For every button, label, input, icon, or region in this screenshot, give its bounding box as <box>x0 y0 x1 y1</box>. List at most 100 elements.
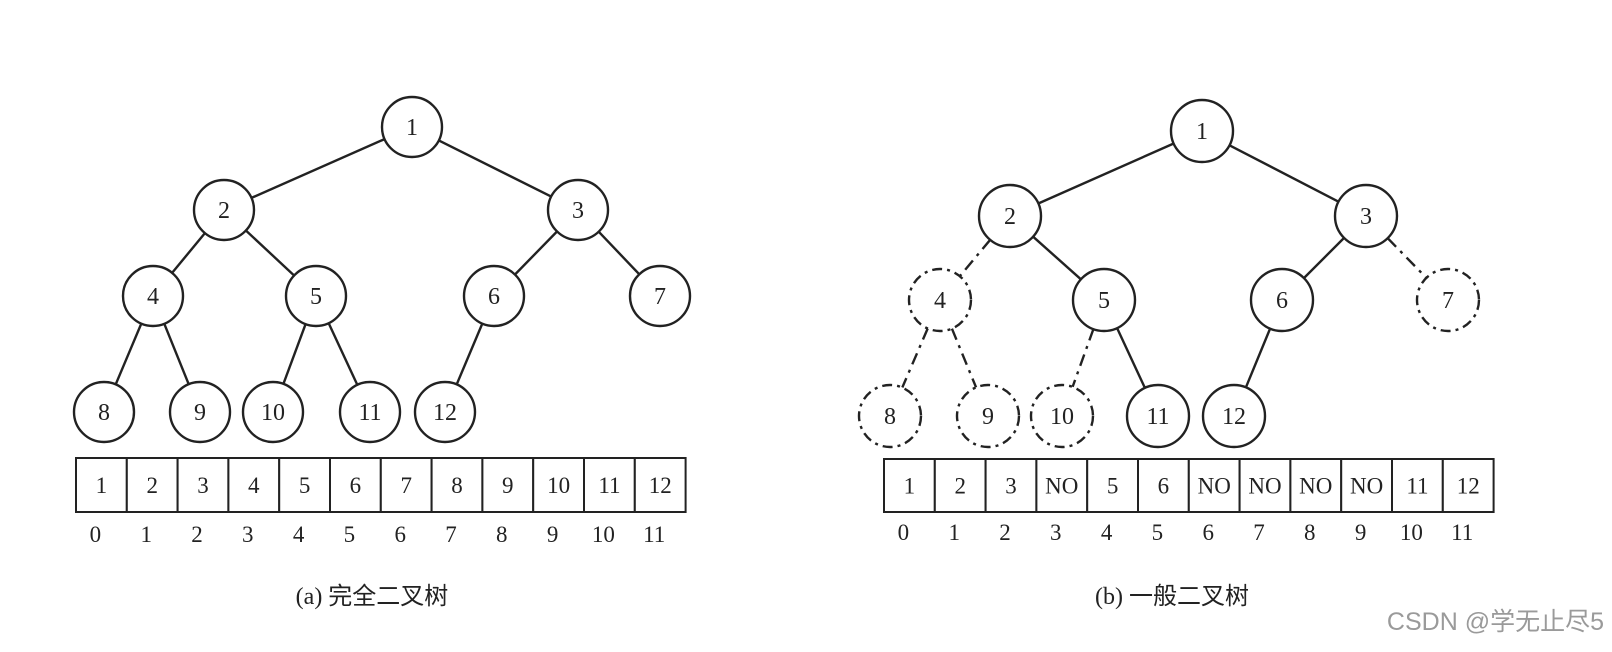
tree-edge <box>455 323 484 385</box>
array-cell-value: NO <box>1045 474 1078 499</box>
array-cell <box>933 458 987 513</box>
tree-node-label: 7 <box>654 284 666 310</box>
tree-edge <box>514 230 558 276</box>
tree-edge <box>901 328 929 388</box>
tree-node-label: 6 <box>488 284 500 310</box>
tree-node: 9 <box>955 383 1021 449</box>
tree-edge <box>250 138 386 199</box>
tree-edge <box>958 239 992 277</box>
array-cell-value: 1 <box>96 473 108 498</box>
array-index-label: 10 <box>1400 520 1423 545</box>
tree-node: 2 <box>977 183 1043 249</box>
array-cell <box>176 457 230 513</box>
array-cell-value: 4 <box>248 473 260 498</box>
tree-node: 9 <box>168 380 232 444</box>
array-cell <box>1137 458 1190 513</box>
tree-node-label: 6 <box>1276 288 1288 314</box>
tree-node-circle <box>192 178 256 242</box>
tree-node: 6 <box>1249 267 1315 333</box>
tree-node-circle <box>977 183 1043 249</box>
array-cell <box>883 458 936 513</box>
watermark: CSDN @学无止尽5 <box>1387 608 1604 636</box>
tree-node: 8 <box>72 380 136 444</box>
array-cell <box>1238 458 1292 513</box>
array-index-label: 2 <box>191 522 203 547</box>
tree-node-circle <box>1125 383 1191 449</box>
tree-node-label: 11 <box>1146 404 1169 430</box>
array-cell <box>1441 458 1495 513</box>
tree-node-label: 3 <box>1360 204 1372 230</box>
array-cell-value: 5 <box>299 473 311 498</box>
tree-node-label: 12 <box>433 400 457 426</box>
array-cell-value: 2 <box>954 474 966 499</box>
tree-edge <box>597 230 641 276</box>
array-index-label: 6 <box>394 522 406 547</box>
array-cell-value: 6 <box>350 473 362 498</box>
tree-node: 10 <box>241 380 305 444</box>
array-cell <box>532 457 586 513</box>
tree-node-circle <box>462 264 526 328</box>
tree-node-circle <box>955 383 1021 449</box>
tree-edge <box>1037 142 1175 205</box>
array-index-label: 6 <box>1202 520 1214 545</box>
tree-node-circle <box>857 383 923 449</box>
tree-edge <box>327 322 359 386</box>
tree-edge <box>245 229 295 277</box>
array-cell <box>583 457 636 513</box>
array-index-label: 2 <box>999 520 1011 545</box>
tree-edge <box>1303 237 1345 279</box>
array-cell <box>481 457 535 513</box>
array-index-label: 1 <box>948 520 960 545</box>
array-index-label: 1 <box>140 522 152 547</box>
tree-node-label: 4 <box>934 288 946 314</box>
array-index-label: 10 <box>592 522 615 547</box>
array-index-label: 4 <box>1101 520 1113 545</box>
array-cell-value: 9 <box>502 473 514 498</box>
tree-edge <box>438 139 552 198</box>
tree-node: 7 <box>628 264 692 328</box>
tree-node-circle <box>1071 267 1137 333</box>
array-index-label: 5 <box>1152 520 1164 545</box>
array-cell <box>227 457 281 513</box>
tree-node-label: 11 <box>358 400 381 426</box>
tree-node-label: 8 <box>98 400 110 426</box>
array-cell-value: 10 <box>547 473 570 498</box>
tree-node-label: 4 <box>147 284 159 310</box>
tree-node: 2 <box>192 178 256 242</box>
array-cell-value: NO <box>1248 474 1281 499</box>
tree-node-label: 9 <box>982 404 994 430</box>
diagram-caption: (a) 完全二叉树 <box>296 583 449 610</box>
tree-node-circle <box>284 264 348 328</box>
array-cell-value: 1 <box>904 474 916 499</box>
tree-edge <box>171 232 206 274</box>
tree-node: 1 <box>1169 98 1235 164</box>
tree-node-label: 10 <box>261 400 285 426</box>
tree-node: 7 <box>1415 267 1481 333</box>
tree-node: 5 <box>1071 267 1137 333</box>
tree-node-circle <box>628 264 692 328</box>
tree-node: 4 <box>907 267 973 333</box>
tree-edge <box>950 328 978 388</box>
tree-node-circle <box>1169 98 1235 164</box>
tree-edge <box>282 323 307 385</box>
tree-node: 12 <box>413 380 477 444</box>
array-index-label: 4 <box>293 522 305 547</box>
array-cell-value: 12 <box>649 473 672 498</box>
tree-node-circle <box>380 95 444 159</box>
tree-edge <box>1244 328 1272 388</box>
tree-node-circle <box>1415 267 1481 333</box>
tree-node-circle <box>413 380 477 444</box>
tree-node-label: 1 <box>1196 119 1208 145</box>
array-cell-value: 6 <box>1158 474 1170 499</box>
tree-node-circle <box>1201 383 1267 449</box>
array-cell <box>125 457 179 513</box>
array-index-label: 9 <box>1355 520 1367 545</box>
array-cell-value: 3 <box>197 473 209 498</box>
array-index-label: 7 <box>445 522 457 547</box>
array-cell-value: 11 <box>598 473 620 498</box>
array-cell <box>278 457 332 513</box>
tree-node-label: 5 <box>310 284 322 310</box>
tree-edge <box>114 323 143 385</box>
